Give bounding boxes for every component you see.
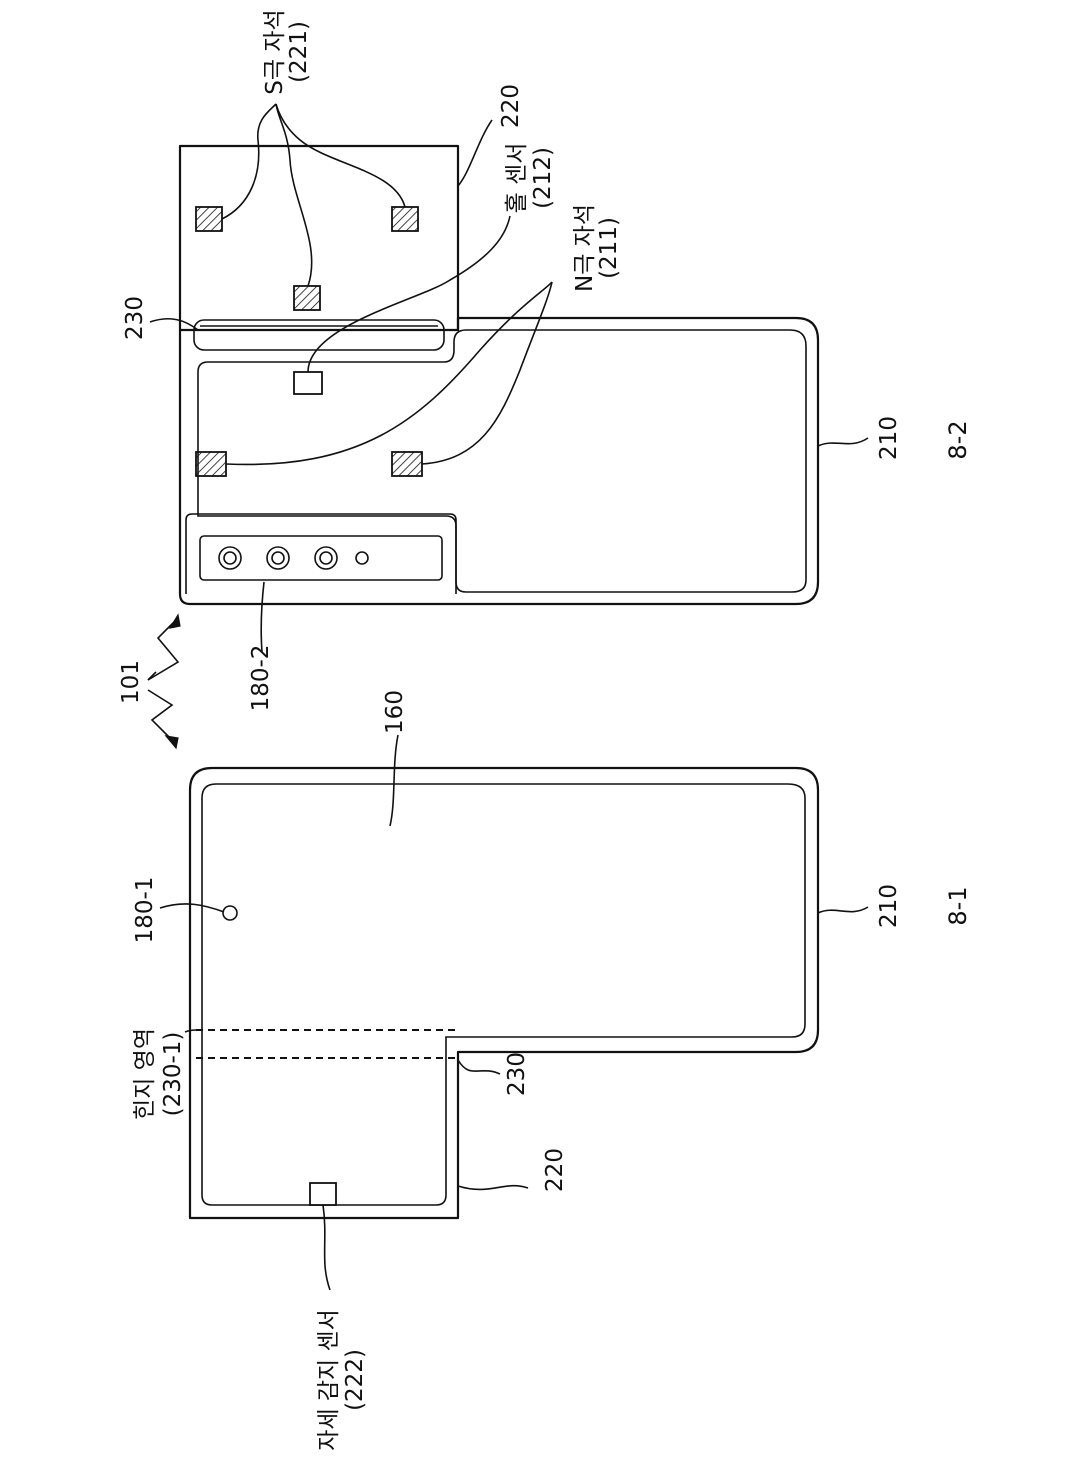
- s-magnet-ref: (221): [286, 21, 312, 83]
- label-210-right: 210: [876, 416, 902, 460]
- label-230-left: 230: [504, 1052, 530, 1096]
- hinge-area-ref: (230-1): [160, 1032, 186, 1117]
- leader-220-left: [457, 1184, 529, 1191]
- leader-hinge-area: [184, 1029, 197, 1033]
- label-180-2: 180-2: [248, 645, 274, 712]
- leader-posture-sensor: [322, 1204, 331, 1291]
- leader-230-right: [149, 318, 199, 331]
- hinge-area-label: 힌지 영역: [132, 1028, 158, 1120]
- camera-lens-3-icon: [314, 546, 338, 570]
- label-160: 160: [382, 690, 408, 734]
- leader-s-magnet-3: [275, 103, 406, 208]
- second-housing-outline: [178, 144, 460, 332]
- n-magnet-ref: (211): [596, 217, 622, 279]
- n-pole-magnet-2: [391, 451, 423, 477]
- leader-n-magnet-2: [421, 281, 553, 465]
- label-180-1: 180-1: [132, 877, 158, 944]
- s-magnet-label: S극 자석: [262, 9, 288, 94]
- camera-module-outline: [185, 513, 457, 594]
- leader-180-2: [260, 581, 265, 653]
- first-housing-outline: [188, 766, 820, 1220]
- figure-label-8-2: 8-2: [944, 420, 972, 459]
- camera-lens-1-inner: [223, 551, 237, 565]
- hall-sensor-ref: (212): [530, 147, 556, 209]
- figure-label-8-1: 8-1: [944, 886, 972, 925]
- front-camera-icon: [222, 905, 238, 921]
- display-outline: [201, 783, 806, 1206]
- leader-210-left: [817, 906, 869, 914]
- leader-s-magnet-1: [221, 103, 277, 220]
- label-101: 101: [118, 660, 144, 704]
- device-unfolded-view: [159, 734, 869, 1291]
- device-101-pointer: [147, 613, 181, 750]
- first-housing-outline: [178, 316, 820, 606]
- leader-hall-sensor: [307, 215, 511, 373]
- label-210-left: 210: [876, 884, 902, 928]
- n-pole-magnet-1: [195, 451, 227, 477]
- posture-sensor-ref: (222): [342, 1349, 368, 1411]
- hinge-bar: [193, 319, 445, 351]
- posture-sensor-label: 자세 감지 센서: [316, 1309, 342, 1451]
- flash-icon: [355, 551, 369, 565]
- s-pole-magnet-1: [195, 206, 223, 232]
- label-220-left: 220: [542, 1148, 568, 1192]
- hall-sensor-icon: [293, 371, 323, 395]
- leader-160: [389, 734, 399, 827]
- s-pole-magnet-3: [391, 206, 419, 232]
- leader-210-right: [817, 437, 869, 447]
- device-folded-view: [149, 103, 869, 653]
- s-pole-magnet-2: [293, 285, 321, 311]
- camera-lens-3-inner: [319, 551, 333, 565]
- camera-lens-1-icon: [218, 546, 242, 570]
- hall-sensor-label: 홀 센서: [504, 143, 530, 214]
- label-220-right: 220: [498, 84, 524, 128]
- leader-180-1: [159, 903, 225, 913]
- label-230-right: 230: [122, 296, 148, 340]
- camera-lens-2-inner: [271, 551, 285, 565]
- posture-sensor-icon: [309, 1182, 337, 1206]
- camera-lens-2-icon: [266, 546, 290, 570]
- leader-230-left: [457, 1059, 501, 1075]
- camera-module-panel: [199, 535, 443, 581]
- leader-s-magnet-2: [275, 103, 313, 287]
- rear-panel-outline: [197, 329, 807, 593]
- n-magnet-label: N극 자석: [572, 204, 598, 292]
- leader-n-magnet-1: [225, 281, 553, 466]
- leader-220-right: [457, 119, 493, 187]
